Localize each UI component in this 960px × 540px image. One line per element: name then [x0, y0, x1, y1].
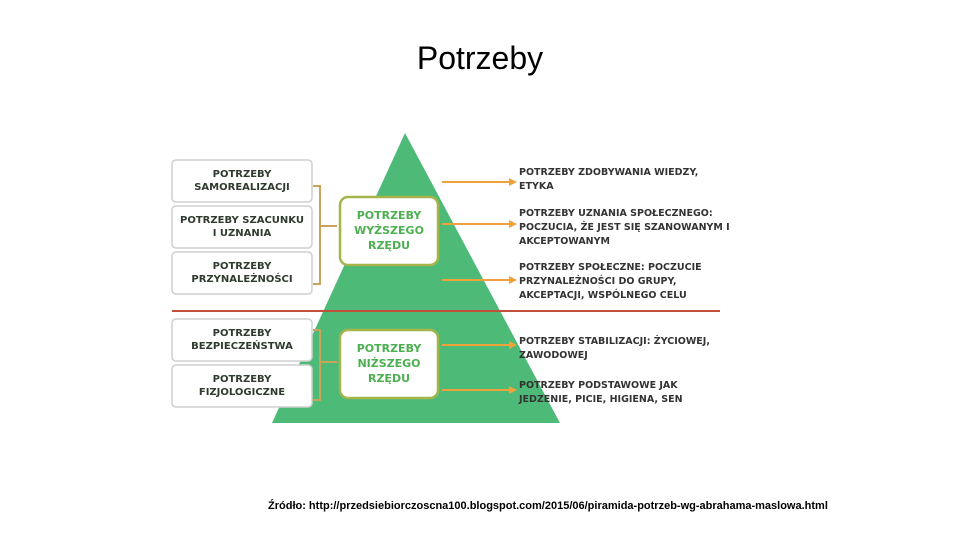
need-description-line: POCZUCIA, ŻE JEST SIĘ SZANOWANYM I [519, 222, 730, 233]
level-box-label-line: NIŻSZEGO [357, 356, 420, 370]
need-box-label-line: POTRZEBY [213, 169, 273, 180]
level-box [338, 328, 440, 400]
need-box-label-line: FIZJOLOGICZNE [199, 387, 285, 398]
need-description-line: POTRZEBY PODSTAWOWE JAK [519, 380, 678, 391]
need-box-label-line: POTRZEBY [213, 374, 273, 385]
level-box [338, 195, 440, 267]
need-description-line: POTRZEBY STABILIZACJI: ŻYCIOWEJ, [519, 336, 710, 347]
need-description-line: ZAWODOWEJ [519, 350, 588, 361]
need-description-line: POTRZEBY UZNANIA SPOŁECZNEGO: [519, 208, 713, 219]
arrow-head [509, 341, 517, 349]
arrow-head [509, 386, 517, 394]
slide-title: Potrzeby [416, 40, 544, 76]
need-description-line: JEDZENIE, PICIE, HIGIENA, SEN [518, 394, 683, 405]
level-box-label-line: WYŻSZEGO [354, 223, 424, 237]
arrow-head [509, 276, 517, 284]
level-box-label-line: POTRZEBY [357, 342, 423, 355]
need-box-label-line: SAMOREALIZACJI [194, 182, 290, 193]
need-box [171, 205, 313, 249]
need-description-line: ETYKA [519, 181, 554, 192]
need-description-line: PRZYNALEŻNOŚCI DO GRUPY, [519, 275, 676, 287]
need-box-label-line: BEZPIECZEŃSTWA [191, 339, 293, 352]
need-description-line: POTRZEBY SPOŁECZNE: POCZUCIE [519, 262, 702, 273]
need-box [171, 364, 313, 408]
need-box-label-line: POTRZEBY SZACUNKU [180, 215, 304, 226]
need-box [171, 251, 313, 295]
need-box [171, 318, 313, 362]
level-box-label-line: RZĘDU [368, 239, 410, 252]
level-box-label-line: POTRZEBY [357, 209, 423, 222]
need-description-line: POTRZEBY ZDOBYWANIA WIEDZY, [519, 167, 698, 178]
higher-order-bracket [313, 185, 337, 285]
need-description-line: AKCEPTOWANYM [519, 236, 610, 247]
need-box [171, 159, 313, 203]
need-box-label-line: POTRZEBY [213, 328, 273, 339]
arrow-head [509, 220, 517, 228]
source-citation: Źródło: http://przedsiebiorczoscna100.bl… [268, 500, 828, 512]
arrow-head [509, 178, 517, 186]
need-box-label-line: I UZNANIA [213, 228, 272, 239]
need-box-label-line: POTRZEBY [213, 261, 273, 272]
need-description-line: AKCEPTACJI, WSPÓLNEGO CELU [519, 289, 687, 301]
lower-order-bracket [313, 329, 337, 401]
need-box-label-line: PRZYNALEŻNOŚCI [191, 271, 292, 285]
level-box-label-line: RZĘDU [368, 372, 410, 385]
